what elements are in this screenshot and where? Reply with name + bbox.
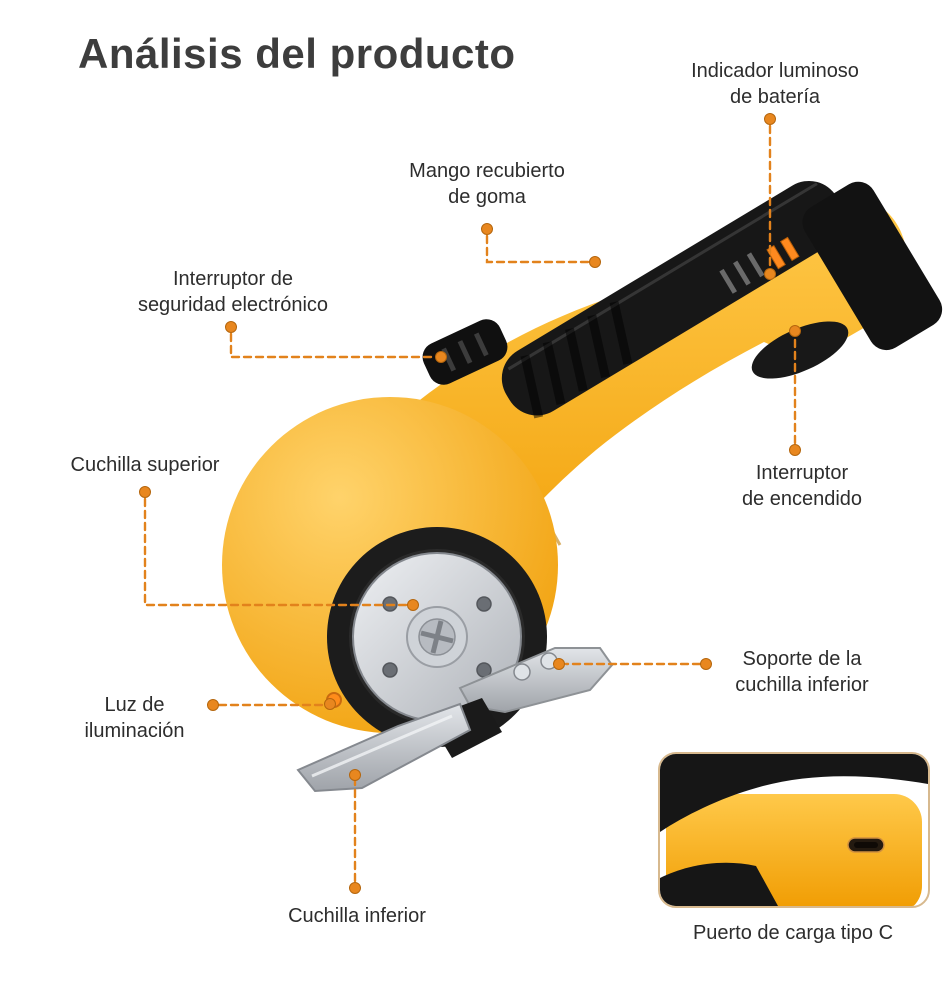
lower-blade-part xyxy=(296,702,472,793)
page-title: Análisis del producto xyxy=(78,30,516,77)
callout-battery-indicator: Indicador luminoso de batería xyxy=(691,60,859,109)
power-switch-part xyxy=(751,321,849,379)
leader-lower-blade-support xyxy=(553,658,712,670)
cutter-body xyxy=(222,180,943,793)
safety-switch-part xyxy=(422,319,508,385)
callout-rubber-handle: Mango recubierto de goma xyxy=(409,160,565,209)
callout-illumination-light: Luz de iluminación xyxy=(84,694,185,743)
vent-slots xyxy=(719,252,765,294)
usb-inset-illustration xyxy=(660,754,928,906)
callout-lower-blade-support: Soporte de la cuchilla inferior xyxy=(735,648,869,697)
leader-safety-switch xyxy=(225,321,447,363)
leader-lower-blade xyxy=(349,769,361,894)
usb-port-inset xyxy=(658,752,930,908)
leader-battery-indicator xyxy=(764,113,776,280)
leader-illumination-light xyxy=(207,698,336,711)
callout-power-switch: Interruptor de encendido xyxy=(741,462,863,511)
leader-power-switch xyxy=(789,325,801,456)
battery-end-cap xyxy=(802,181,943,351)
leader-rubber-handle xyxy=(481,223,601,268)
usb-c-port xyxy=(847,837,885,853)
callout-safety-switch: Interruptor de seguridad electrónico xyxy=(137,268,329,317)
callout-lower-blade: Cuchilla inferior xyxy=(288,905,426,927)
leader-upper-blade xyxy=(139,486,419,611)
rubber-grip xyxy=(501,180,943,419)
caption-usb-port: Puerto de carga tipo C xyxy=(692,922,894,944)
callout-upper-blade: Cuchilla superior xyxy=(70,454,220,476)
